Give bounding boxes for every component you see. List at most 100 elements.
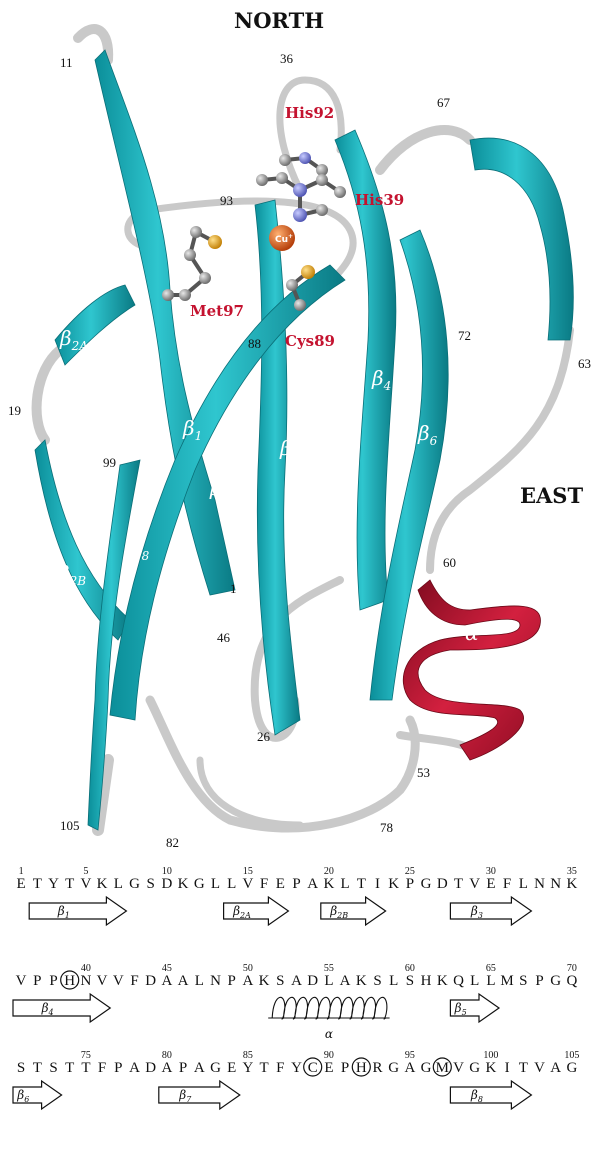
strand-arrow — [13, 994, 110, 1022]
carbon-atom — [179, 289, 191, 301]
helix-symbol: α — [325, 1027, 333, 1041]
sequence-letter: C — [308, 1060, 318, 1076]
residue-number: 36 — [280, 51, 294, 66]
residue-number: 53 — [417, 765, 430, 780]
strand-label-b5: β5 — [526, 241, 546, 268]
sequence-letter: M — [500, 973, 513, 989]
sequence-letter: F — [130, 973, 138, 989]
nitrogen-atom — [293, 208, 307, 222]
sequence-letter: P — [535, 973, 543, 989]
sequence-letter: E — [276, 876, 285, 892]
sequence-letter: T — [454, 876, 463, 892]
sequence-letter: S — [276, 973, 284, 989]
sequence-letter: E — [227, 1060, 236, 1076]
residue-number: 11 — [60, 55, 73, 70]
sequence-letter: K — [566, 876, 577, 892]
sequence-letter: N — [534, 876, 545, 892]
sequence-letter: D — [145, 1060, 156, 1076]
sequence-letter: V — [97, 973, 108, 989]
ribbon-structure: Cu+ β1 β2A β2B β3 β4 β5 β6 β7 β8 α His92… — [8, 8, 591, 850]
residue-number: 63 — [578, 356, 591, 371]
strand-arrow — [450, 897, 531, 925]
alpha-helix — [403, 580, 540, 760]
sequence-letter: E — [486, 876, 495, 892]
residue-number: 72 — [458, 328, 471, 343]
sequence-letter: D — [145, 973, 156, 989]
sequence-letter: V — [469, 876, 480, 892]
sequence-letter: K — [259, 973, 270, 989]
sequence-letter: K — [178, 876, 189, 892]
sequence-letter: L — [486, 973, 495, 989]
sequence-letter: G — [388, 1060, 399, 1076]
sequence-letter: F — [260, 876, 268, 892]
sequence-letter: T — [357, 876, 366, 892]
sequence-letter: F — [98, 1060, 106, 1076]
sequence-letter: G — [210, 1060, 221, 1076]
sequence-letter: T — [65, 876, 74, 892]
sequence-letter: V — [534, 1060, 545, 1076]
residue-label-cys89: Cys89 — [285, 332, 335, 350]
helix-coil — [272, 997, 387, 1019]
residue-number: 93 — [220, 193, 233, 208]
sequence-letter: S — [17, 1060, 25, 1076]
strand-arrow — [29, 897, 126, 925]
carbon-atom — [316, 174, 328, 186]
residue-number: 78 — [380, 820, 393, 835]
residue-number: 46 — [217, 630, 231, 645]
nitrogen-atom — [293, 183, 307, 197]
sequence-letter: A — [404, 1060, 415, 1076]
heading-east: EAST — [520, 483, 583, 508]
sequence-letter: L — [324, 973, 333, 989]
sequence-letter: A — [129, 1060, 140, 1076]
carbon-atom — [286, 279, 298, 291]
sequence-letter: L — [341, 876, 350, 892]
sequence-letter: P — [406, 876, 414, 892]
sequence-letter: K — [323, 876, 334, 892]
carbon-atom — [316, 204, 328, 216]
coil-loop-63 — [430, 330, 570, 570]
sequence-letter: P — [292, 876, 300, 892]
sequence-letter: L — [389, 973, 398, 989]
sequence-letter: A — [307, 876, 318, 892]
sequence-letter: E — [324, 1060, 333, 1076]
sequence-letter: T — [33, 876, 42, 892]
sequence-letter: S — [406, 973, 414, 989]
sequence-letter: G — [421, 876, 432, 892]
strand-arrow — [159, 1081, 240, 1109]
sequence-letter: T — [260, 1060, 269, 1076]
carbon-atom — [190, 226, 202, 238]
strand-b2a — [55, 285, 135, 365]
sequence-letter: V — [16, 973, 27, 989]
sequence-letter: P — [179, 1060, 187, 1076]
sequence-row: 7580859095100105STSTTFPADAPAGEYTFYCEPHRG… — [13, 1050, 579, 1109]
sequence-letter: A — [242, 973, 253, 989]
sequence-letter: K — [97, 876, 108, 892]
sequence-letter: V — [453, 1060, 464, 1076]
residue-number: 19 — [8, 403, 21, 418]
residue-number: 105 — [60, 818, 80, 833]
sequence-letter: P — [228, 973, 236, 989]
sequence-letter: P — [341, 1060, 349, 1076]
sequence-letter: K — [485, 1060, 496, 1076]
sequence-letter: Y — [242, 1060, 253, 1076]
sequence-letter: G — [550, 973, 561, 989]
sequence-letter: G — [129, 876, 140, 892]
coil-loop-east — [400, 735, 470, 748]
sequence-letter: A — [161, 1060, 172, 1076]
sequence-letter: A — [340, 973, 351, 989]
strand-b5 — [470, 138, 573, 340]
sequence-letter: P — [33, 973, 41, 989]
sequence-letter: A — [550, 1060, 561, 1076]
sequence-letter: Y — [48, 876, 59, 892]
sequence-letter: G — [469, 1060, 480, 1076]
sequence-letter: K — [388, 876, 399, 892]
sequence-letter: L — [227, 876, 236, 892]
sequence-letter: D — [437, 876, 448, 892]
sequence-letter: S — [147, 876, 155, 892]
sequence-letter: S — [49, 1060, 57, 1076]
strand-label-b7: β7 — [209, 476, 230, 503]
sequence-letter: N — [550, 876, 561, 892]
